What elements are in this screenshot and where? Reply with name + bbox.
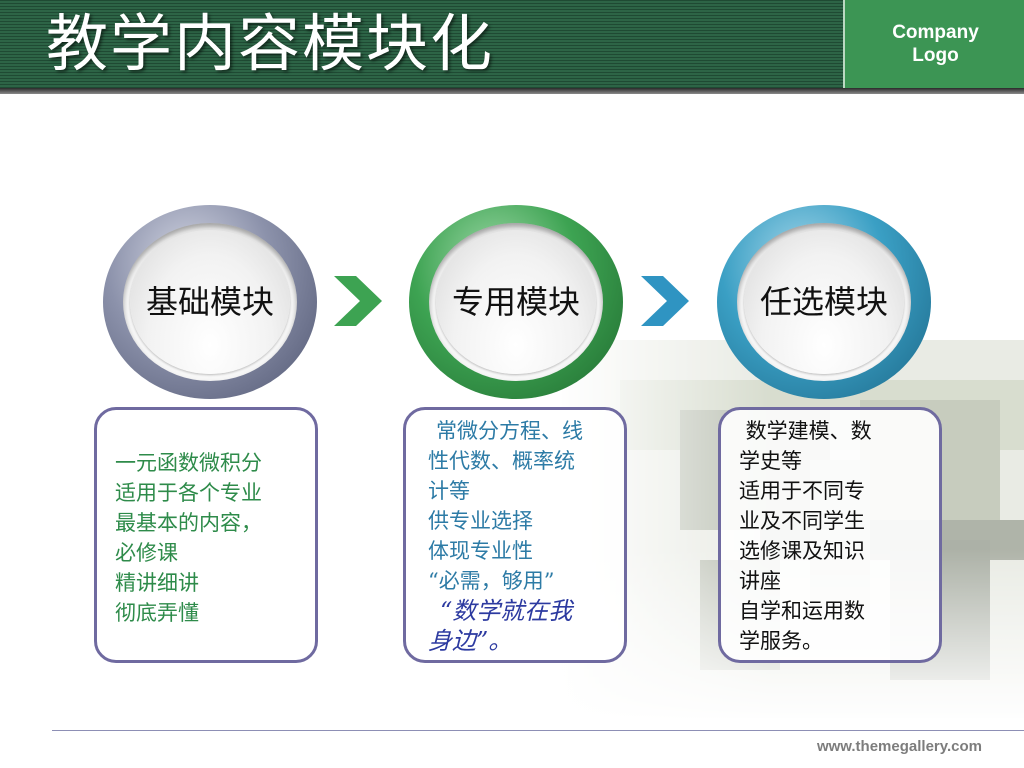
footer-website: www.themegallery.com xyxy=(816,738,982,755)
description-line: 业及不同学生 xyxy=(739,509,865,533)
specialized-module-description: 常微分方程、线 性代数、概率统 计等 供专业选择 体现专业性 “必需，够用” “… xyxy=(403,407,627,663)
description-line: 讲座 xyxy=(739,569,781,593)
logo-line-2: Logo xyxy=(912,45,959,66)
description-line: 体现专业性 xyxy=(428,539,533,563)
slogan-line: 身边”。 xyxy=(428,627,513,655)
description-line: 选修课及知识 xyxy=(739,539,865,563)
basic-module-description: 一元函数微积分 适用于各个专业 最基本的内容， 必修课 精讲细讲 彻底弄懂 xyxy=(94,407,318,663)
description-line: 一元函数微积分 xyxy=(115,451,262,475)
description-line: 供专业选择 xyxy=(428,509,533,533)
module-face: 专用模块 xyxy=(436,230,596,374)
description-line: 计等 xyxy=(428,479,470,503)
module-face: 基础模块 xyxy=(130,230,290,374)
description-line: 自学和运用数 xyxy=(739,599,865,623)
description-line: 适用于不同专 xyxy=(739,479,865,503)
footer-divider xyxy=(52,730,1024,731)
description-line: 适用于各个专业 xyxy=(115,481,262,505)
company-logo: Company Logo xyxy=(843,0,1024,88)
description-line: 精讲细讲 xyxy=(115,571,199,595)
module-basic: 基础模块 xyxy=(103,205,317,399)
elective-module-description: 数学建模、数 学史等 适用于不同专 业及不同学生 选修课及知识 讲座 自学和运用… xyxy=(718,407,942,663)
description-line: 常微分方程、线 xyxy=(436,419,583,443)
module-elective: 任选模块 xyxy=(717,205,931,399)
description-line: 学服务。 xyxy=(739,629,823,653)
module-specialized-label: 专用模块 xyxy=(451,283,580,321)
description-line: 数学建模、数 xyxy=(739,419,872,443)
module-face: 任选模块 xyxy=(744,230,904,374)
module-elective-label: 任选模块 xyxy=(759,283,888,321)
module-specialized: 专用模块 xyxy=(409,205,623,399)
description-line: 必修课 xyxy=(115,541,178,565)
header-divider xyxy=(0,88,1024,94)
description-line: 学史等 xyxy=(739,449,802,473)
description-line: “必需，够用” xyxy=(428,569,555,593)
module-basic-label: 基础模块 xyxy=(145,283,274,321)
logo-line-1: Company xyxy=(892,22,979,43)
description-line: 彻底弄懂 xyxy=(115,601,199,625)
chevron-right-icon xyxy=(334,276,382,326)
page-title: 教学内容模块化 xyxy=(46,7,495,80)
chevron-right-icon xyxy=(641,276,689,326)
slogan-line: “数学就在我 xyxy=(440,597,573,625)
description-line: 性代数、概率统 xyxy=(428,449,575,473)
description-line: 最基本的内容， xyxy=(115,511,262,535)
